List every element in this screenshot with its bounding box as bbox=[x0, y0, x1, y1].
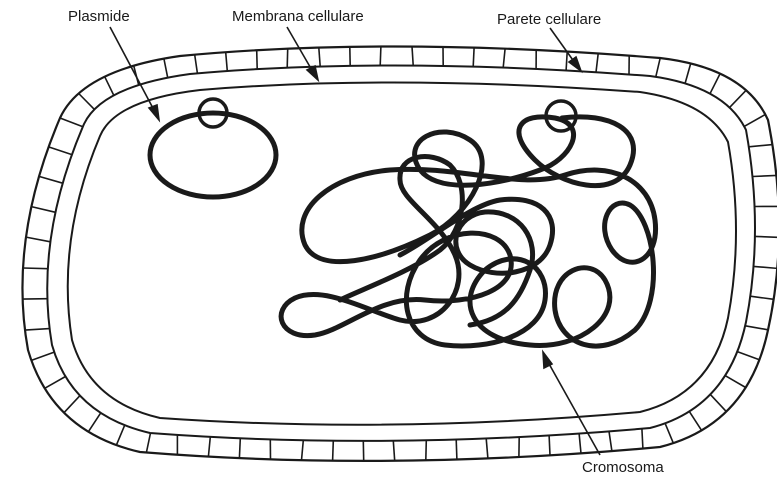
cell-wall-segment-divider bbox=[393, 441, 394, 461]
plasmid-label: Plasmide bbox=[68, 8, 130, 25]
cell-wall-segment-divider bbox=[725, 376, 746, 388]
cell-wall-segment-divider bbox=[710, 394, 726, 411]
cell-wall-segment-divider bbox=[146, 433, 150, 453]
cell-wall-segment-divider bbox=[319, 48, 320, 67]
label-arrows bbox=[110, 27, 600, 455]
cell-wall-segment-divider bbox=[31, 352, 54, 360]
cell-wall-segment-divider bbox=[88, 413, 100, 432]
cell-wall-segment-divider bbox=[26, 237, 50, 242]
cell-wall-segment-divider bbox=[566, 52, 567, 71]
cell-wall-segment-divider bbox=[39, 176, 63, 183]
cell-wall-segment-divider bbox=[749, 145, 773, 147]
cell-wall-segment-divider bbox=[257, 50, 258, 69]
cell-wall-segment-divider bbox=[226, 52, 228, 71]
cell-wall-segment-divider bbox=[754, 266, 777, 268]
cell-wall-segment-divider bbox=[596, 54, 598, 73]
cell-wall-segment-divider bbox=[665, 423, 673, 443]
chromosome bbox=[281, 101, 655, 346]
cell-wall-segment-divider bbox=[302, 440, 304, 460]
cell-wall-segment-divider bbox=[60, 118, 83, 127]
cell-wall-segment-divider bbox=[473, 48, 474, 67]
cell-wall-segment-divider bbox=[64, 396, 80, 413]
cell-wall-segment-divider bbox=[25, 329, 50, 331]
cell-wall-segment-divider bbox=[579, 434, 581, 454]
plasmid-arrowhead bbox=[149, 105, 159, 120]
cell-wall-segment-divider bbox=[549, 435, 550, 455]
wall-label: Parete cellulare bbox=[497, 11, 601, 28]
chromosome-arrow-line bbox=[548, 362, 600, 455]
cell-wall-segment-divider bbox=[45, 377, 66, 389]
wall-arrow-line bbox=[550, 28, 575, 63]
cell-wall-segment-divider bbox=[380, 47, 381, 66]
chromosome-label: Cromosoma bbox=[582, 459, 664, 476]
cell-wall-segment-divider bbox=[744, 115, 765, 127]
wall-arrowhead bbox=[569, 57, 581, 71]
cell-wall-segment-divider bbox=[456, 440, 457, 460]
membrane-label: Membrana cellulare bbox=[232, 8, 364, 25]
cell-wall-segment-divider bbox=[609, 431, 612, 451]
cell-wall-segment-divider bbox=[79, 94, 95, 110]
cell-wall-segment-divider bbox=[656, 58, 660, 77]
cell-wall-segment-divider bbox=[745, 326, 768, 330]
cell-wall-segment-divider bbox=[689, 411, 701, 430]
cell-wall-segment-divider bbox=[685, 64, 691, 84]
chromosome-strand bbox=[281, 117, 655, 346]
plasmid-arrow-line bbox=[110, 27, 155, 112]
cell-wall-segment-divider bbox=[412, 47, 413, 66]
cell-wall-segment-divider bbox=[737, 352, 759, 360]
cell-wall-segment-divider bbox=[642, 429, 643, 449]
cell-wall-segment-divider bbox=[31, 207, 55, 213]
cell-wall-segment-divider bbox=[287, 49, 288, 68]
plasmid bbox=[150, 99, 276, 197]
cell-wall-segment-divider bbox=[239, 438, 240, 458]
cell-wall-segment-divider bbox=[23, 268, 48, 269]
cell-wall-segment-divider bbox=[750, 296, 773, 299]
cell-wall-segment-divider bbox=[426, 440, 427, 460]
cell-wall-segment-divider bbox=[195, 55, 198, 74]
cell-wall-segment-divider bbox=[116, 425, 124, 445]
cell-wall-segment-divider bbox=[730, 90, 747, 107]
cell-wall-segment-divider bbox=[105, 77, 114, 96]
cell-wall-segment-divider bbox=[710, 74, 720, 94]
cell-wall-segment-divider bbox=[208, 437, 210, 457]
cell-wall-segment-divider bbox=[753, 175, 777, 176]
cell-wall-segment-divider bbox=[486, 439, 488, 459]
cell-wall-segment-divider bbox=[503, 49, 505, 68]
cell-wall-segment-divider bbox=[49, 147, 72, 155]
cell-wall-segment-divider bbox=[755, 236, 777, 237]
membrane-arrowhead bbox=[307, 66, 318, 80]
cell-wall-segment-divider bbox=[164, 59, 168, 78]
cell-wall-segment-divider bbox=[333, 441, 334, 461]
